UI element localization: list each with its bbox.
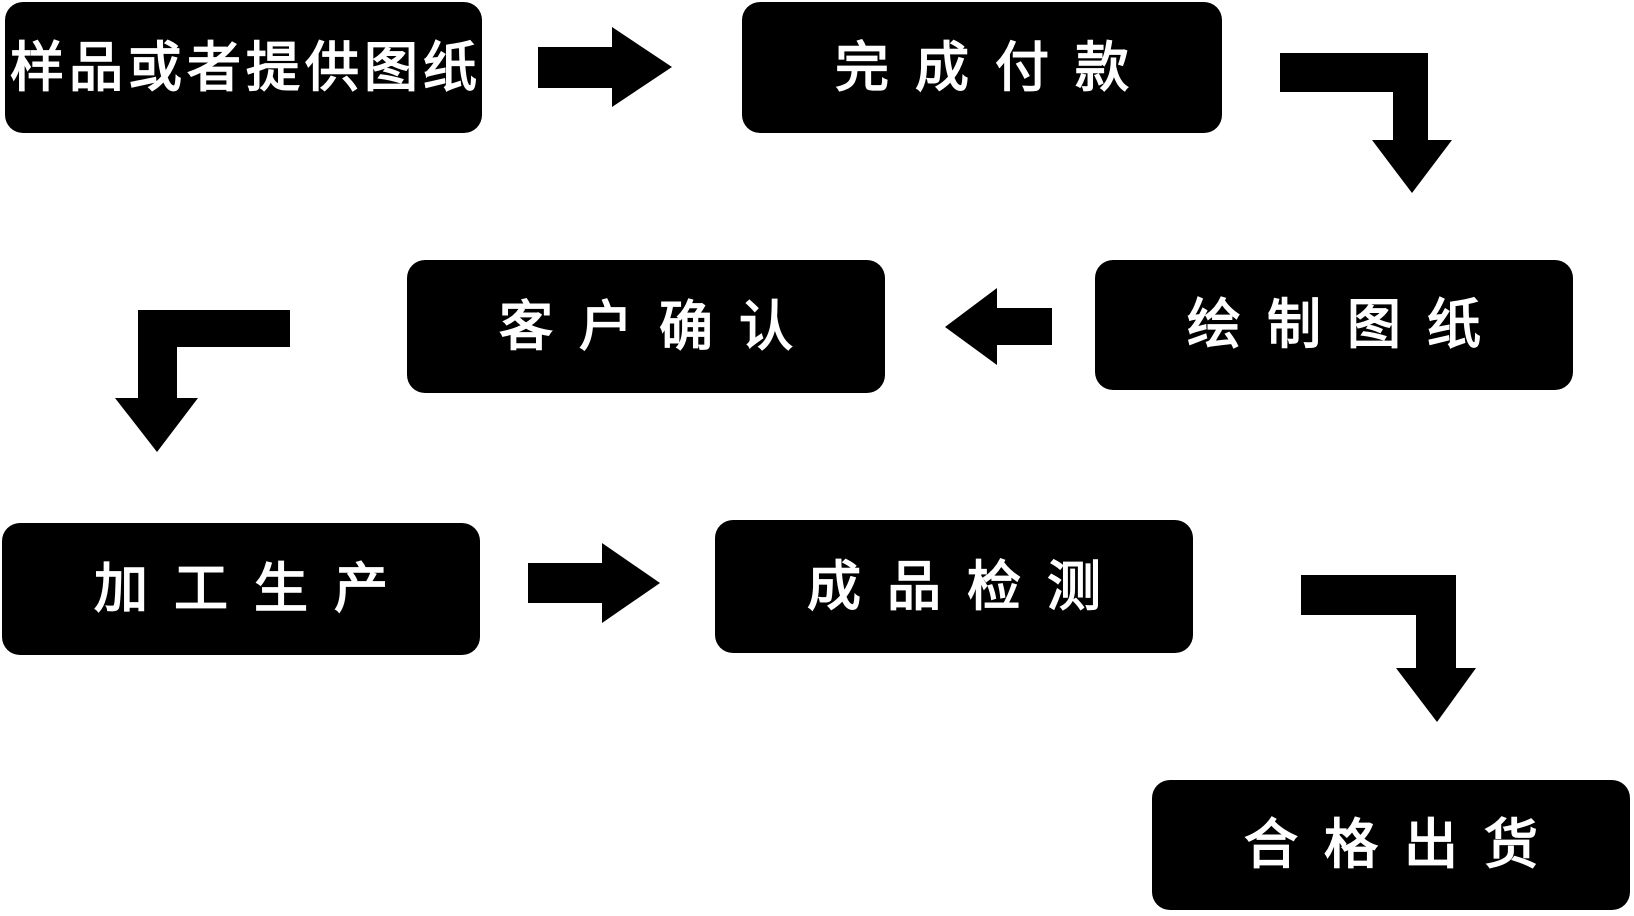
flow-node-payment: 完成付款 — [742, 2, 1222, 133]
flow-node-label: 绘制图纸 — [1187, 293, 1507, 356]
flow-node-label: 完成付款 — [835, 35, 1155, 99]
flow-node-label: 合格出货 — [1244, 813, 1564, 876]
flow-node-label: 加工生产 — [94, 557, 414, 620]
flow-node-sample: 样品或者提供图纸 — [5, 2, 482, 133]
connector-draw-to-confirm-arrow-left-icon — [945, 288, 1052, 365]
connector-sample-to-payment-arrow-right-icon — [538, 27, 672, 107]
flow-node-draw: 绘制图纸 — [1095, 260, 1573, 390]
connector-payment-to-draw-elbow-down-icon — [1280, 53, 1452, 193]
connector-inspection-to-shipment-elbow-down-icon — [1301, 575, 1476, 722]
flow-node-label: 样品或者提供图纸 — [10, 35, 482, 99]
flow-node-production: 加工生产 — [2, 523, 480, 655]
connector-confirm-to-production-elbow-down-icon — [115, 310, 290, 452]
connector-production-to-inspection-arrow-right-icon — [528, 543, 660, 623]
flow-node-confirm: 客户确认 — [407, 260, 885, 393]
flow-node-shipment: 合格出货 — [1152, 780, 1630, 910]
flow-node-label: 成品检测 — [807, 554, 1127, 618]
flow-node-inspection: 成品检测 — [715, 520, 1193, 653]
flow-node-label: 客户确认 — [499, 294, 819, 358]
